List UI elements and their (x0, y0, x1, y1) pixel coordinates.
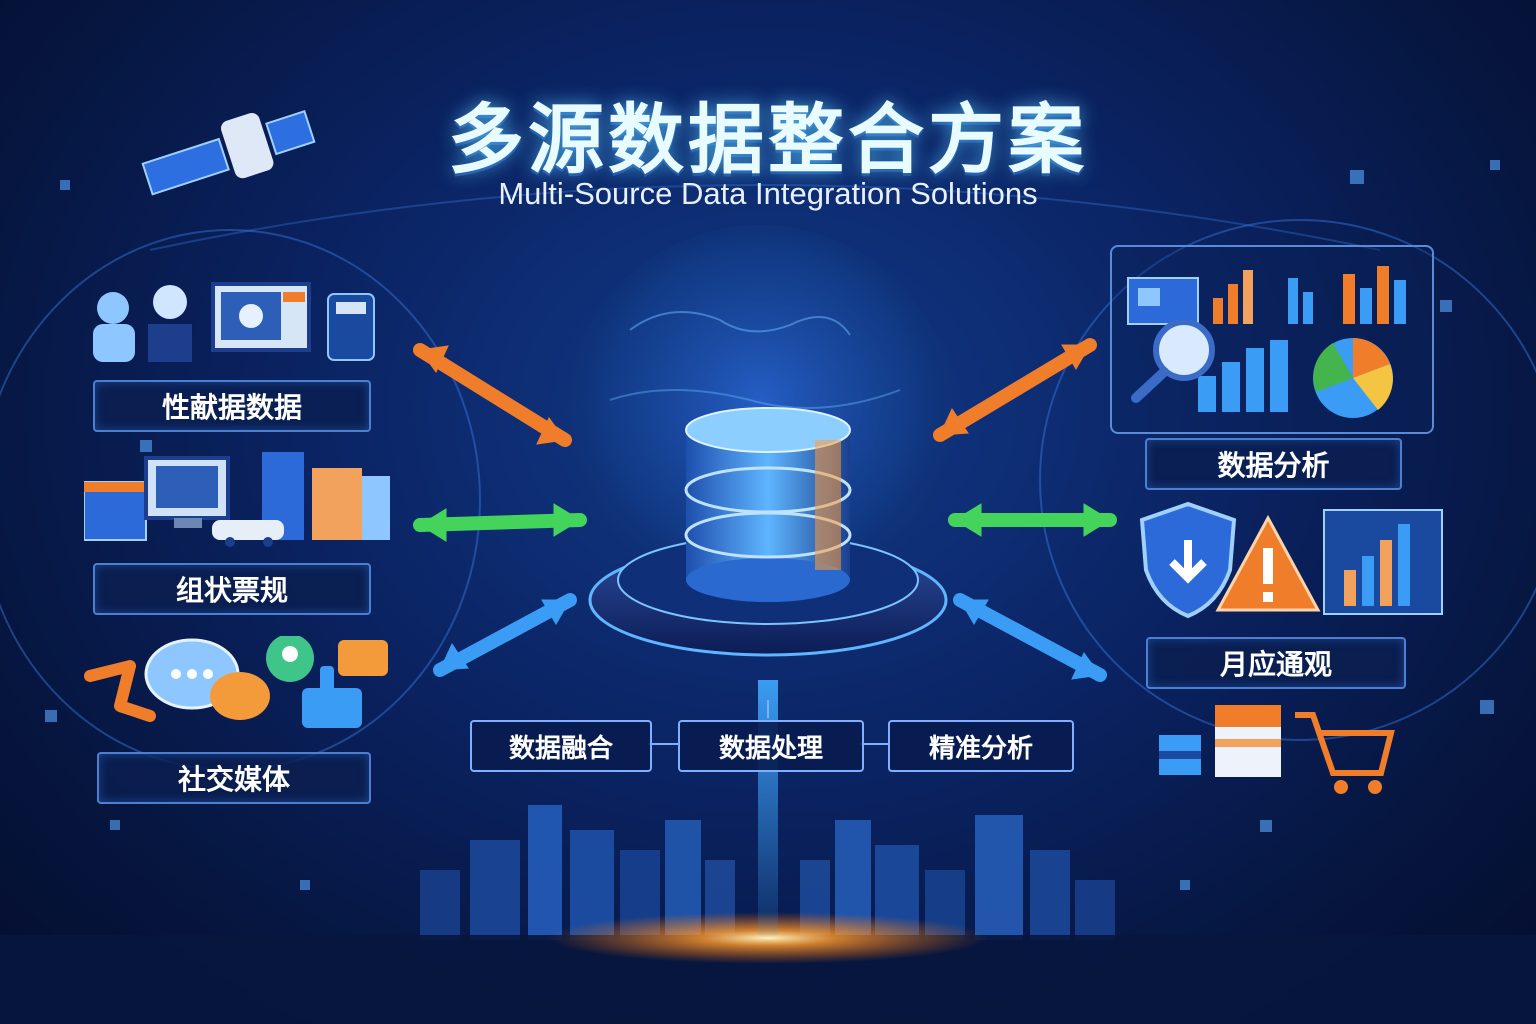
store-icon (1215, 705, 1281, 777)
flow-step-3: 精准分析 (888, 720, 1074, 772)
cloud-report-icon (1323, 509, 1443, 615)
center-database (588, 407, 948, 657)
car-icon (212, 520, 284, 547)
computer-icon (144, 456, 230, 528)
box-icon (1159, 735, 1201, 775)
satellite-icon (141, 109, 316, 196)
output-label-2: 月应通观 (1146, 637, 1406, 689)
output-3-icons (1159, 705, 1395, 794)
source-label-2: 组状票规 (93, 563, 371, 615)
user-avatar-icon (93, 292, 135, 362)
shopping-cart-icon (1295, 712, 1395, 794)
thumbs-up-icon (302, 640, 388, 728)
horizon-glow (548, 912, 988, 964)
output-2-icons (1139, 501, 1443, 619)
pie-chart-icon (1313, 338, 1393, 418)
output-label-1: 数据分析 (1145, 438, 1402, 490)
flow-step-1: 数据融合 (470, 720, 652, 772)
calculator-icon (327, 293, 375, 361)
dashboard-icon (1127, 277, 1199, 325)
chatbot-icon (148, 285, 192, 362)
source-3-icons (84, 636, 388, 728)
shield-icon (1139, 501, 1237, 619)
flow-step-2: 数据处理 (678, 720, 864, 772)
share-arrow-icon (84, 660, 156, 722)
page-subtitle: Multi-Source Data Integration Solutions (498, 176, 1038, 211)
source-2-icons (84, 452, 390, 547)
user-chat-icon (266, 636, 314, 682)
output-1-icons (1127, 266, 1406, 418)
monitor-icon (211, 282, 311, 352)
arrows (413, 338, 1117, 682)
chat-bubble-icon (144, 638, 270, 720)
source-1-icons (93, 282, 375, 362)
form-window-icon (84, 481, 147, 541)
bar-chart-icon (1198, 266, 1406, 412)
particles (45, 160, 1500, 890)
light-beam (758, 680, 778, 935)
warning-icon (1215, 514, 1321, 612)
source-label-3: 社交媒体 (97, 752, 371, 804)
flow-connectors (648, 700, 888, 745)
magnifier-chart-icon (1131, 319, 1215, 403)
source-label-1: 性献据数据 (93, 380, 371, 432)
page-title: 多源数据整合方案 (448, 95, 1088, 184)
